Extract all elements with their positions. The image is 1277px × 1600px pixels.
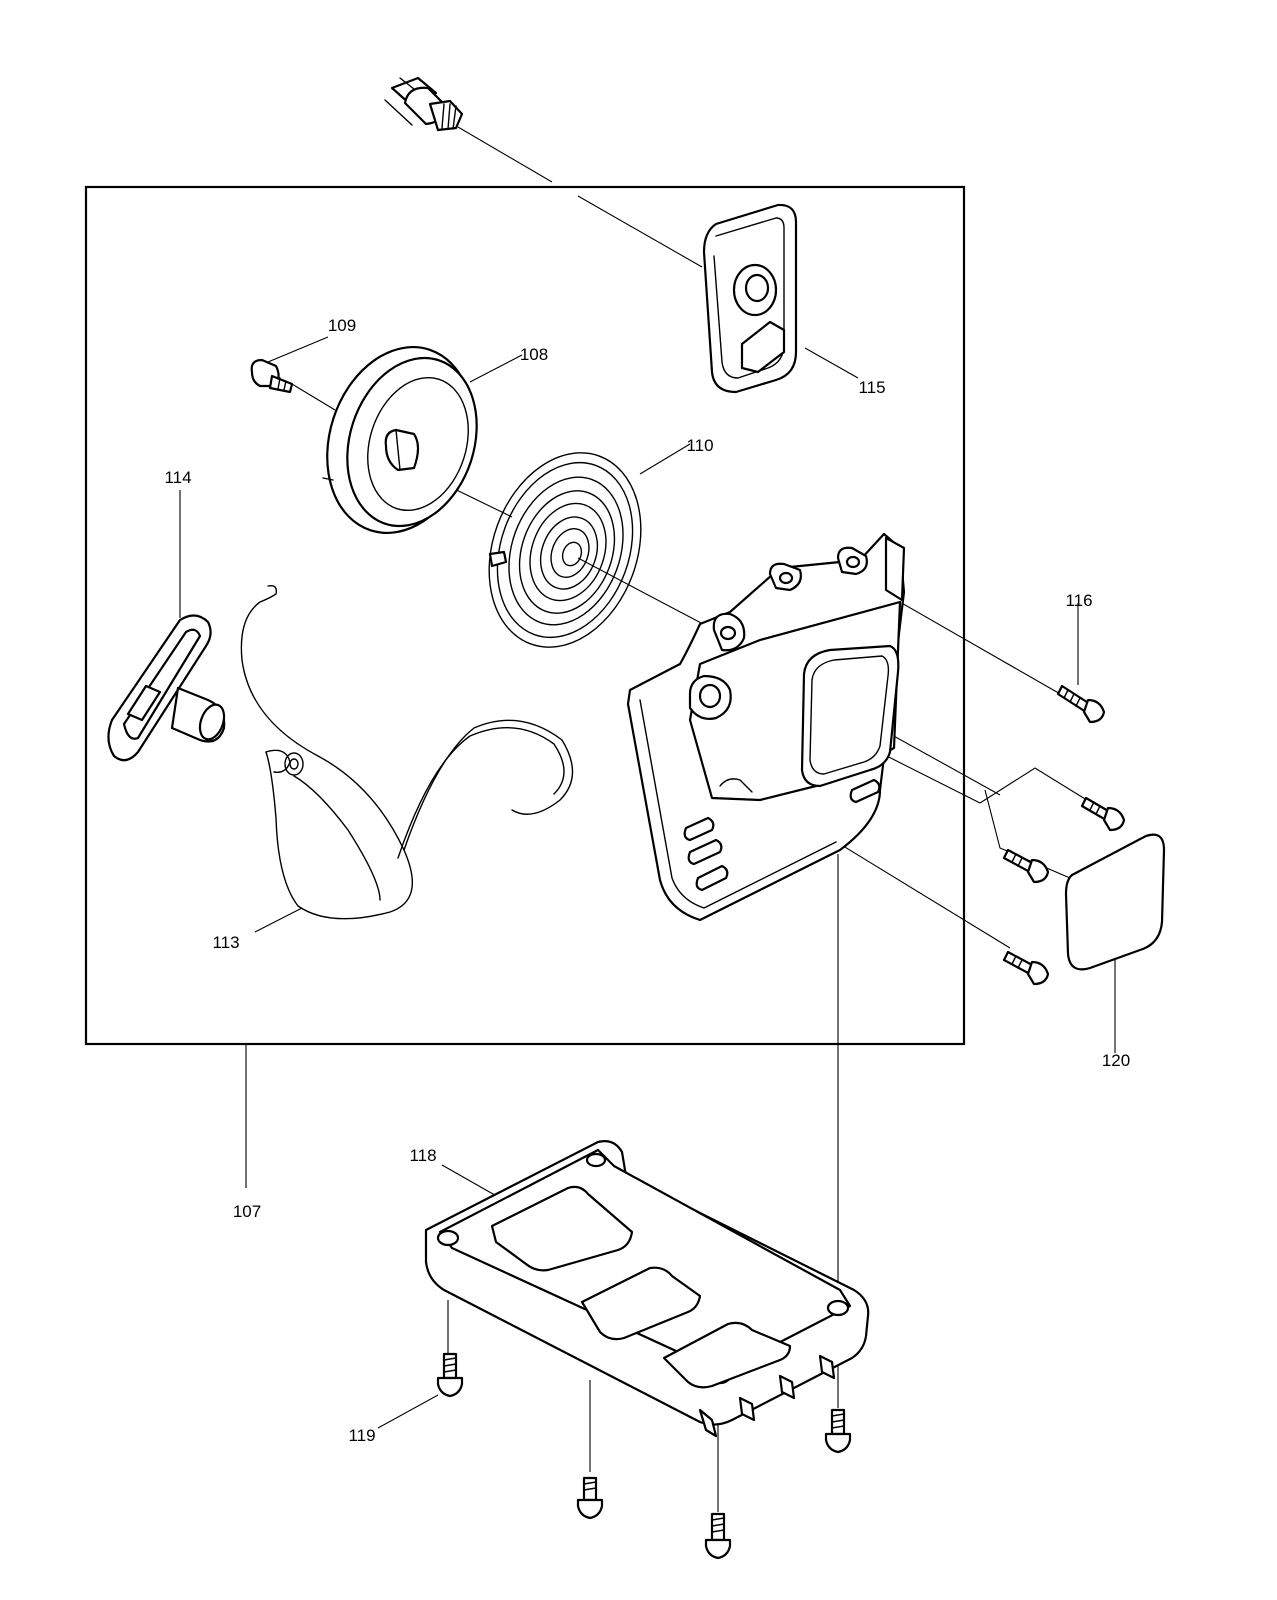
callout-109: 109 xyxy=(328,316,356,335)
callout-118: 118 xyxy=(409,1146,436,1165)
part-120-label-plate xyxy=(1064,833,1166,971)
part-118-base-plate xyxy=(424,1140,870,1438)
callout-116: 116 xyxy=(1065,591,1092,610)
callout-108: 108 xyxy=(520,345,548,364)
callout-115: 115 xyxy=(858,378,885,397)
part-113-starter-rope xyxy=(240,584,574,920)
part-114-starter-handle xyxy=(107,614,226,762)
callout-107: 107 xyxy=(233,1202,261,1221)
assembly-frame xyxy=(84,185,966,1046)
callout-119: 119 xyxy=(348,1426,375,1445)
callout-110: 110 xyxy=(686,436,713,455)
part-116-bolt xyxy=(1056,684,1106,724)
part-115-cover-plate xyxy=(702,203,798,394)
part-110-spiral-spring xyxy=(488,452,642,648)
callout-120: 120 xyxy=(1102,1051,1130,1070)
starter-shaft xyxy=(384,76,464,132)
housing-bolts xyxy=(1002,796,1126,986)
part-109-bolt xyxy=(250,358,294,394)
part-119-screws xyxy=(436,1352,852,1560)
callout-113: 113 xyxy=(212,933,239,952)
starter-housing xyxy=(626,532,906,922)
callout-labels: 107 108 109 110 113 114 115 116 118 119 … xyxy=(164,316,1130,1445)
callout-114: 114 xyxy=(164,468,191,487)
part-108-pulley xyxy=(322,345,478,535)
